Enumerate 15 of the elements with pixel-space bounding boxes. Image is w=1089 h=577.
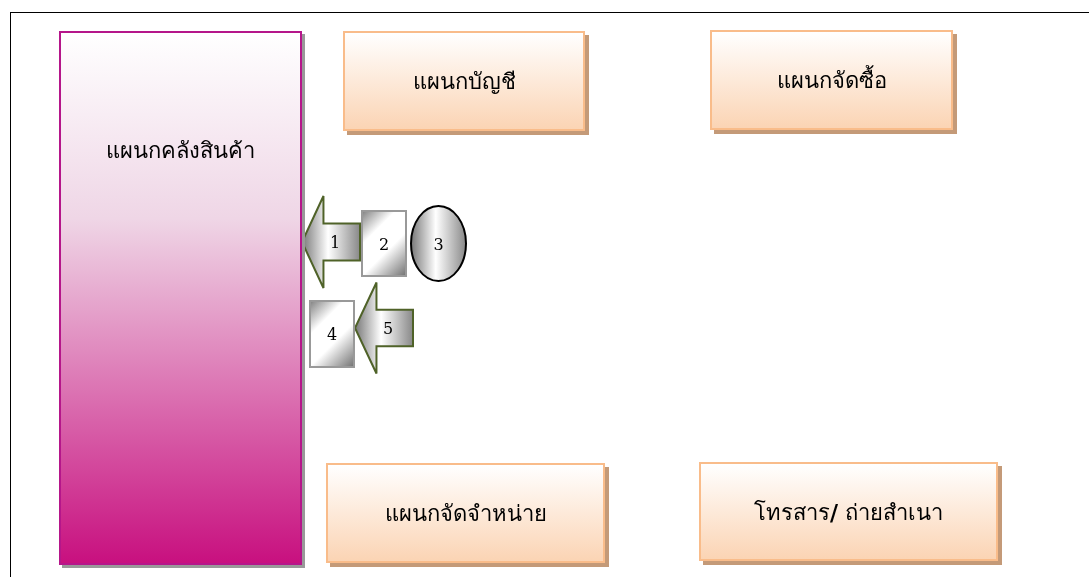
- department-box: [59, 31, 302, 565]
- number-label: 4: [325, 324, 339, 344]
- number-label: 2: [377, 234, 391, 253]
- edge-label: 1: [329, 232, 341, 252]
- department-label: แผนกจัดจำหน่าย: [383, 499, 548, 528]
- edge-label: 5: [382, 318, 394, 338]
- numbered-card: [361, 210, 407, 277]
- number-label: 3: [432, 234, 445, 253]
- department-label: แผนกคลังสินค้า: [105, 137, 256, 165]
- numbered-card: [309, 300, 355, 368]
- department-label: โทรสาร/ ถ่ายสำเนา: [752, 497, 944, 526]
- block-arrow: [353, 281, 414, 375]
- department-label: แผนกจัดซื้อ: [775, 64, 888, 95]
- numbered-oval: [410, 205, 467, 282]
- department-label: แผนกบัญชี: [411, 67, 517, 96]
